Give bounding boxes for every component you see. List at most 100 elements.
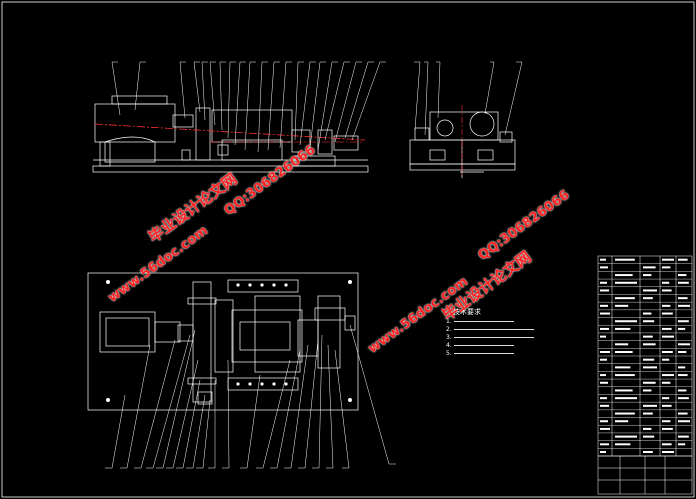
parts-list-cell-text: [600, 397, 607, 400]
parts-list-cell-text: [643, 274, 652, 277]
parts-list-cell-text: [600, 312, 610, 315]
plan-view-leaders: [105, 324, 396, 469]
parts-list-cell-text: [643, 389, 652, 392]
side-view: [409, 111, 516, 178]
parts-list-cell-text: [678, 351, 687, 353]
plan-view: [87, 272, 359, 411]
parts-list-cell-text: [600, 381, 608, 384]
parts-list-cell-text: [600, 266, 608, 269]
parts-list-cell-text: [678, 297, 688, 300]
parts-list-cell-text: [662, 304, 671, 307]
parts-list-cell-text: [600, 427, 610, 430]
parts-list-cell-text: [643, 335, 653, 338]
parts-list-cell-text: [600, 335, 606, 338]
tech-requirements-title: 技术要求: [453, 308, 481, 316]
parts-list-cell-text: [662, 327, 672, 330]
parts-list-cell-text: [678, 281, 689, 284]
tech-requirement-text-stroke: [454, 321, 514, 322]
parts-list-cell-text: [662, 420, 671, 423]
parts-list-cell-text: [678, 320, 689, 323]
parts-list-cell-text: [678, 412, 688, 415]
parts-list-cell-text: [615, 397, 637, 400]
parts-list-cell-text: [615, 443, 631, 446]
parts-list-cell-text: [678, 389, 687, 392]
parts-list-cell-text: [600, 258, 606, 261]
parts-list-rows: [598, 263, 692, 449]
front-view-centerline: [94, 123, 366, 141]
parts-list-cell-text: [678, 343, 690, 346]
parts-list-cell-text: [615, 412, 635, 415]
tech-requirement-line: 4.: [446, 342, 452, 349]
parts-list-cell-text: [678, 274, 687, 277]
parts-list-cell-text: [600, 289, 609, 292]
parts-list-cell-text: [600, 351, 610, 353]
front-view: [92, 95, 369, 173]
parts-list-cell-text: [662, 281, 670, 284]
parts-list-cell-text: [615, 435, 637, 438]
parts-list-cell-text: [643, 297, 653, 300]
tech-requirement-line: 3.: [446, 334, 452, 341]
parts-list-cell-text: [643, 404, 657, 407]
parts-list-cell-text: [615, 258, 635, 261]
parts-list-cell-text: [615, 343, 629, 346]
parts-list-cell-text: [643, 289, 657, 292]
parts-list-cell-text: [662, 312, 673, 315]
parts-list-cell-text: [678, 420, 690, 423]
parts-list-cell-text: [662, 335, 674, 338]
parts-list-cell-text: [615, 374, 635, 377]
side-view-leaders: [414, 61, 523, 136]
parts-list-cell-text: [662, 443, 672, 446]
parts-list-cell-text: [678, 258, 688, 261]
parts-list-cell-text: [678, 304, 690, 307]
parts-list-cell-text: [643, 266, 656, 269]
parts-list-cell-text: [678, 374, 688, 377]
parts-list-cell-text: [643, 427, 652, 430]
parts-list-cell-text: [615, 351, 633, 353]
parts-list-cell-text: [615, 297, 635, 300]
parts-list-cell-text: [678, 366, 686, 369]
parts-list-cell-text: [643, 451, 653, 453]
parts-list-cell-text: [643, 320, 655, 323]
parts-list-cell-text: [662, 289, 672, 292]
parts-list-cell-text: [678, 435, 689, 438]
parts-list-cell-text: [643, 312, 652, 315]
parts-list-cell-text: [662, 381, 671, 384]
parts-list-cell-text: [615, 320, 637, 323]
tech-requirement-text-stroke: [454, 345, 514, 346]
parts-list-cell-text: [600, 304, 608, 307]
tech-requirement-text-stroke: [454, 337, 534, 338]
parts-list-cell-text: [643, 343, 656, 346]
parts-list-cell-text: [600, 358, 607, 361]
parts-list-cell-text: [615, 274, 633, 277]
parts-list-cell-text: [600, 451, 606, 453]
parts-list-cell-text: [678, 327, 686, 330]
title-block: [597, 455, 693, 495]
tech-requirement-text-stroke: [454, 329, 534, 330]
parts-list-cell-text: [600, 443, 609, 446]
front-view-leaders: [111, 61, 386, 153]
parts-list-cell-text: [662, 351, 673, 353]
parts-list-cell-text: [643, 381, 656, 384]
parts-list-cell-text: [615, 366, 631, 369]
parts-list-cell-text: [600, 404, 609, 407]
parts-list-cell-text: [662, 397, 670, 400]
parts-list-cell-text: [600, 374, 606, 377]
parts-list-cell-text: [662, 374, 674, 377]
parts-list-cell-text: [615, 389, 633, 392]
parts-list-cell-text: [600, 281, 607, 284]
parts-list-cell-text: [600, 420, 608, 423]
tech-requirement-line: 2.: [446, 326, 452, 333]
parts-list-cell-text: [615, 420, 629, 423]
parts-list-cell-text: [643, 358, 655, 361]
parts-list-cell-text: [662, 358, 670, 361]
parts-list-cell-text: [662, 266, 671, 269]
parts-list-cell-text: [678, 397, 689, 400]
parts-list-cell-text: [615, 281, 637, 284]
tech-requirement-line: 5.: [446, 350, 452, 357]
parts-list-cell-text: [600, 327, 609, 330]
parts-list-cell-text: [643, 366, 657, 369]
tech-requirement-line: 1.: [446, 318, 452, 325]
parts-list-marks: [600, 258, 690, 453]
